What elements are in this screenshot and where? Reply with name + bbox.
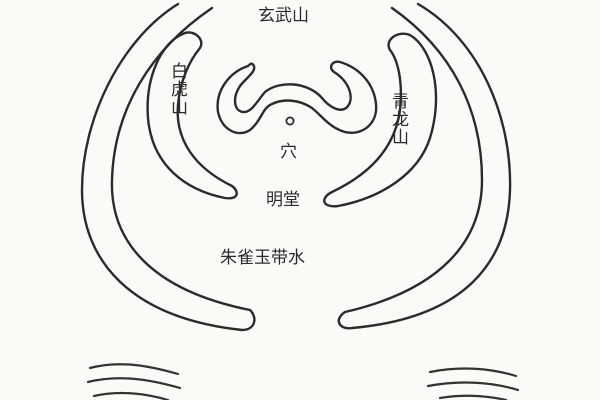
water-wave-left-1 bbox=[88, 363, 180, 376]
outer-right-ridge bbox=[337, 2, 512, 330]
outer-left-ridge bbox=[80, 2, 256, 332]
water-wave-right-3 bbox=[438, 394, 508, 400]
water-wave-left-3 bbox=[92, 391, 170, 400]
xue-label: 穴 bbox=[280, 142, 297, 162]
water-wave-right-1 bbox=[428, 367, 518, 378]
zhuque-label: 朱雀玉带水 bbox=[220, 248, 305, 268]
baihu-label: 白虎山 bbox=[167, 62, 187, 116]
qinglong-label: 青龙山 bbox=[388, 92, 408, 146]
water-wave-left-2 bbox=[86, 377, 182, 390]
qinglong-ridge bbox=[323, 32, 438, 208]
xuanwu-label: 玄武山 bbox=[258, 6, 309, 26]
baihu-ridge bbox=[146, 31, 238, 200]
water-wave-right-2 bbox=[426, 381, 520, 392]
mingtang-label: 明堂 bbox=[266, 190, 300, 210]
inner-crescent-ridge bbox=[216, 60, 378, 135]
xue-point bbox=[285, 116, 295, 126]
